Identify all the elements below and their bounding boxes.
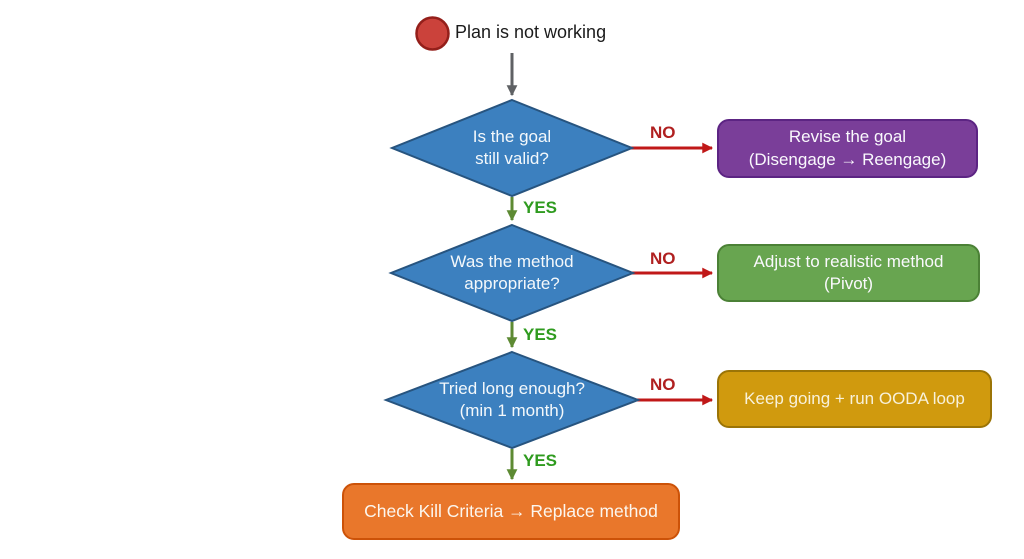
action-keep-going-line1: Keep going + run OODA loop (744, 388, 965, 408)
yes-label-1: YES (523, 198, 558, 217)
decision-1-diamond (389, 98, 635, 198)
decision-2-diamond (388, 223, 636, 323)
decision-3-diamond (383, 350, 641, 450)
yes-label-3: YES (523, 451, 558, 470)
action-revise-goal-line1: Revise the goal (788, 127, 907, 147)
final-box-check-kill-criteria: Check Kill Criteria → Replace method (342, 483, 680, 540)
action-adjust-method-line2: (Pivot) (823, 274, 874, 293)
action-box-keep-going: Keep going + run OODA loop (717, 370, 992, 428)
start-label: Plan is not working (455, 22, 607, 42)
action-box-revise-goal: Revise the goal (Disengage → Reengage) (717, 119, 978, 178)
no-label-2: NO (650, 249, 676, 268)
action-revise-goal-line2: (Disengage → Reengage) (748, 149, 947, 169)
start-circle-icon (415, 16, 450, 51)
no-label-3: NO (650, 375, 676, 394)
action-adjust-method-line1: Adjust to realistic method (753, 251, 944, 271)
action-box-adjust-method: Adjust to realistic method (Pivot) (717, 244, 980, 302)
final-box-label: Check Kill Criteria → Replace method (364, 501, 658, 522)
no-label-1: NO (650, 123, 676, 142)
yes-label-2: YES (523, 325, 558, 344)
